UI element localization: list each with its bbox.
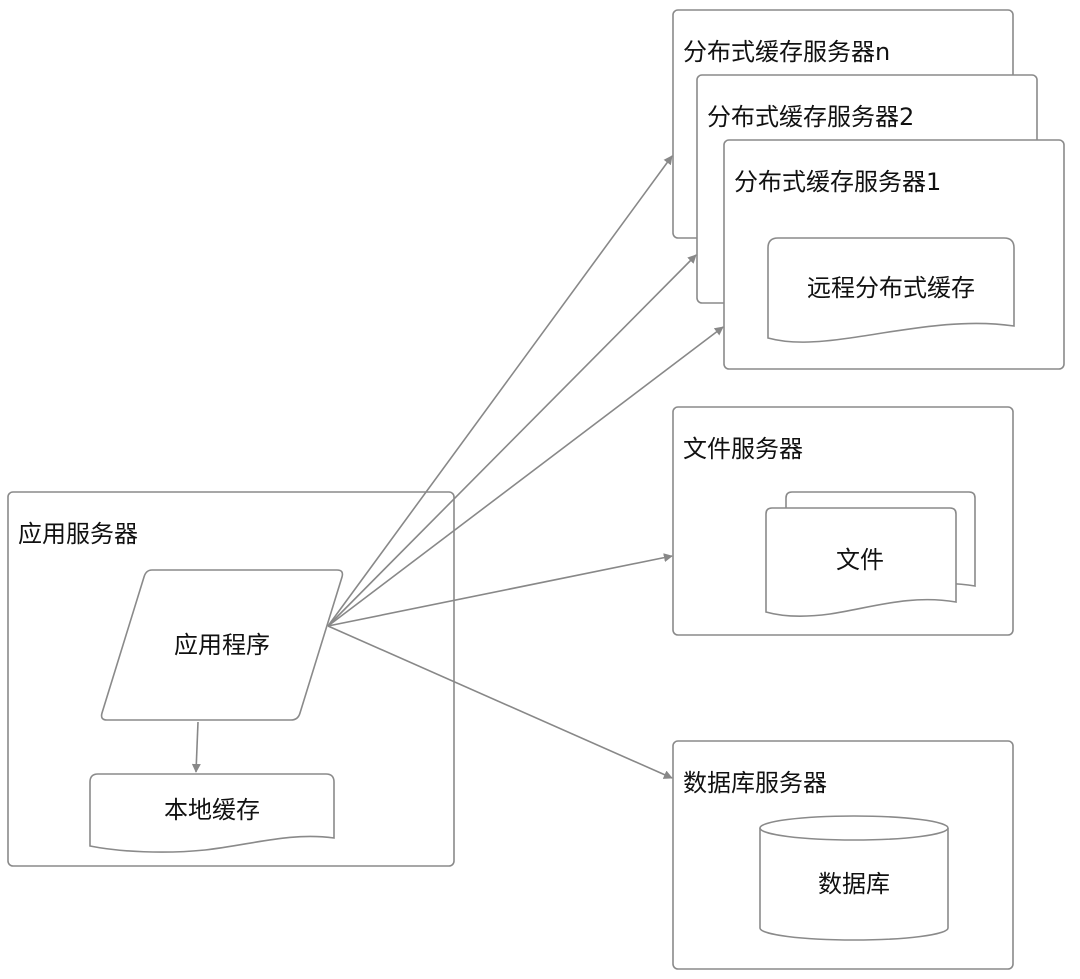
arrow-app-to-local-cache bbox=[191, 721, 201, 773]
cache-server-2-title: 分布式缓存服务器2 bbox=[707, 103, 914, 131]
cache-server-1-group: 分布式缓存服务器1 远程分布式缓存 bbox=[723, 139, 1065, 370]
local-cache-label: 本地缓存 bbox=[164, 796, 260, 824]
local-cache-document-shape bbox=[89, 773, 335, 853]
arrow-app-to-file-server bbox=[327, 553, 673, 627]
cache-server-1-title: 分布式缓存服务器1 bbox=[734, 168, 941, 196]
arrow-app-to-cache-server-2 bbox=[327, 254, 697, 627]
arrow-app-to-db-server bbox=[327, 625, 673, 779]
app-server-group: 应用服务器 应用程序 本地缓存 bbox=[7, 491, 455, 867]
database-label: 数据库 bbox=[818, 870, 890, 898]
arrow-app-to-cache-server-n bbox=[327, 155, 673, 627]
file-server-group: 文件服务器 文件 bbox=[672, 406, 1014, 636]
file-label: 文件 bbox=[836, 546, 884, 574]
arrow-app-to-cache-server-1 bbox=[327, 326, 724, 627]
app-server-title: 应用服务器 bbox=[18, 520, 138, 548]
database-cylinder-body bbox=[759, 828, 949, 941]
remote-cache-label: 远程分布式缓存 bbox=[807, 274, 975, 302]
database-cylinder-top bbox=[759, 815, 949, 841]
file-server-title: 文件服务器 bbox=[683, 435, 803, 463]
remote-cache-document-shape bbox=[767, 237, 1015, 343]
connectors bbox=[191, 155, 724, 779]
file-document-shape bbox=[765, 507, 957, 617]
db-server-title: 数据库服务器 bbox=[683, 769, 827, 797]
cache-server-n-title: 分布式缓存服务器n bbox=[683, 38, 890, 66]
db-server-group: 数据库服务器 数据库 bbox=[672, 740, 1014, 970]
application-label: 应用程序 bbox=[174, 631, 270, 659]
application-parallelogram bbox=[100, 569, 344, 721]
